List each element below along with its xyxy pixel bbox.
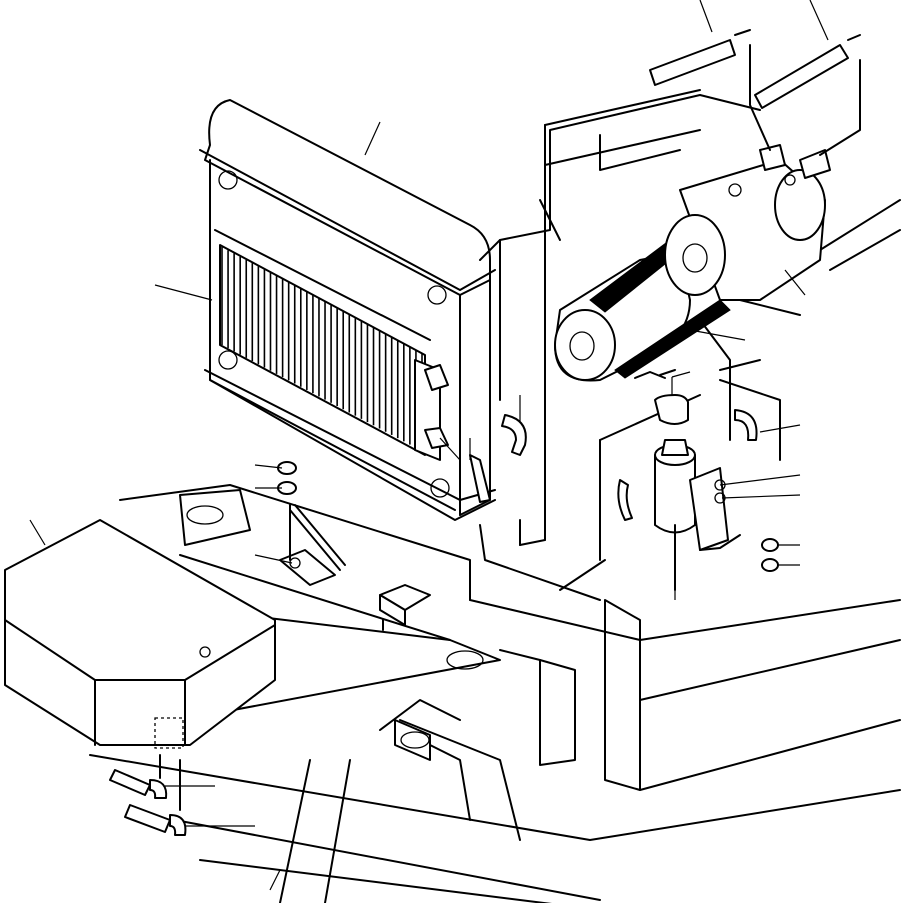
callout-leader-line <box>721 494 801 499</box>
condenser-shroud <box>199 99 496 521</box>
callout-leader-line <box>29 519 46 546</box>
callout-leader-line <box>809 0 829 41</box>
refrigerant-hoses <box>424 29 861 601</box>
frame-rails <box>89 484 901 903</box>
callout-leader-line <box>154 284 213 301</box>
receiver-dryer <box>634 369 696 591</box>
evaporator-unit <box>4 519 276 749</box>
callout-leaders <box>29 0 829 891</box>
dryer-mounting-bracket <box>689 467 741 551</box>
callout-leader-line <box>269 869 281 891</box>
mounting-bracket <box>279 504 431 631</box>
callout-leader-line <box>439 437 461 461</box>
condenser-core <box>214 229 441 461</box>
nuts <box>277 461 779 572</box>
callout-leader-line <box>364 121 381 156</box>
callout-leader-line <box>784 269 806 296</box>
evaporator-hoses <box>109 754 187 836</box>
compressor <box>664 144 831 316</box>
callout-leader-line <box>719 474 801 486</box>
callout-leader-line <box>689 329 746 341</box>
callout-leader-line <box>254 554 293 564</box>
callout-leader-line <box>671 371 691 378</box>
callout-leader-line <box>759 424 801 433</box>
callout-leader-line <box>254 464 283 469</box>
engine-block-outline <box>479 94 901 461</box>
callout-leader-line <box>699 0 713 33</box>
